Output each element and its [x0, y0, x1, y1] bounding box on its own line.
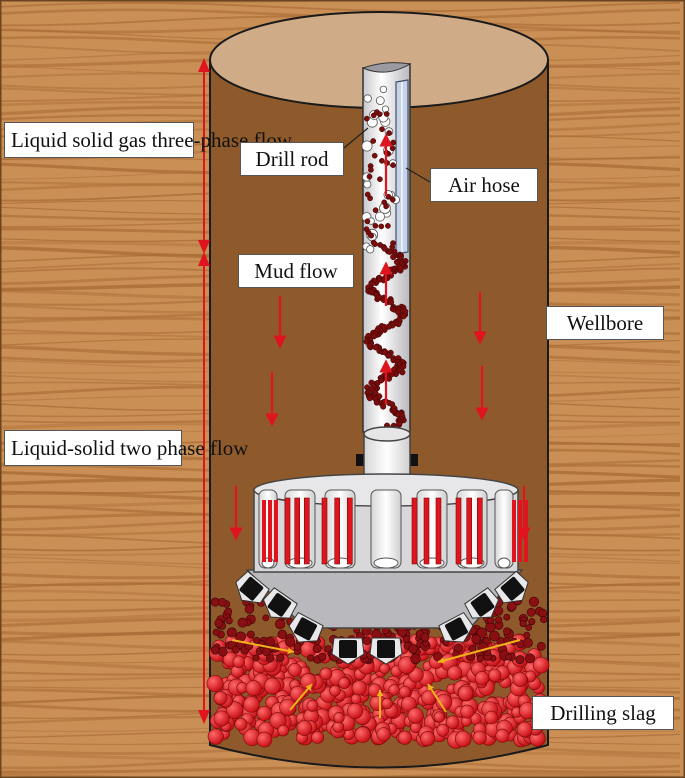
leader-lines — [343, 127, 431, 183]
air-hose — [395, 79, 409, 255]
red-flow-arrows — [229, 133, 531, 541]
air-hose-label: Air hose — [430, 168, 538, 203]
flow-zone-arrows — [198, 58, 210, 724]
drill-bit — [235, 473, 529, 665]
yellow-flow-arrows — [231, 639, 521, 718]
three-phase-flow-label: Liquid solid gas three-phase flow — [4, 122, 292, 159]
drilling-slag-region — [206, 595, 550, 749]
rod-particles — [361, 85, 409, 432]
two-phase-flow-label: Liquid-solid two phase flow — [4, 430, 248, 467]
cutter-teeth — [235, 570, 529, 665]
drill-rod-label: Drill rod — [240, 142, 344, 177]
mud-flow-label: Mud flow — [238, 254, 354, 289]
wellbore-label: Wellbore — [546, 306, 664, 341]
drilling-slag-label: Drilling slag — [532, 696, 674, 731]
